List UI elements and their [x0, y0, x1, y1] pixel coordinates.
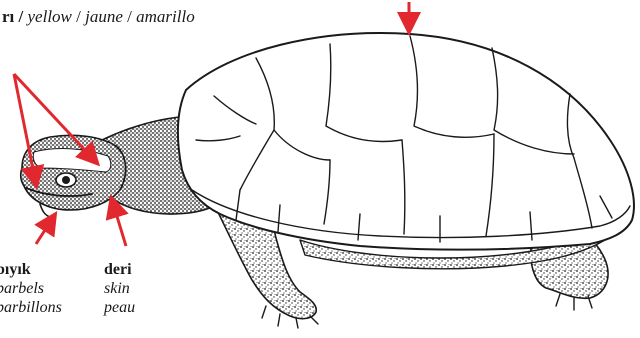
barbels-label-tr: bıyık [0, 260, 62, 279]
color-label-sep2: / [127, 7, 132, 26]
skin-label-fr: peau [104, 298, 135, 317]
color-label-es: amarillo [136, 7, 195, 26]
barbels-label: bıyık barbels barbillons [0, 260, 62, 317]
head [21, 135, 126, 210]
carapace [178, 33, 634, 250]
arrow-skin [112, 200, 126, 246]
color-label-en: yellow [28, 7, 72, 26]
barbels-label-en: barbels [0, 279, 62, 298]
barbels-label-fr: barbillons [0, 298, 62, 317]
skin-label: deri skin peau [104, 260, 135, 317]
color-label-tr: rı / [2, 7, 23, 26]
skin-label-en: skin [104, 279, 135, 298]
arrow-barbels [36, 216, 54, 244]
color-label: rı / yellow / jaune / amarillo [2, 7, 195, 26]
color-label-fr: jaune [85, 7, 123, 26]
skin-label-tr: deri [104, 260, 135, 279]
color-label-sep1: / [76, 7, 81, 26]
